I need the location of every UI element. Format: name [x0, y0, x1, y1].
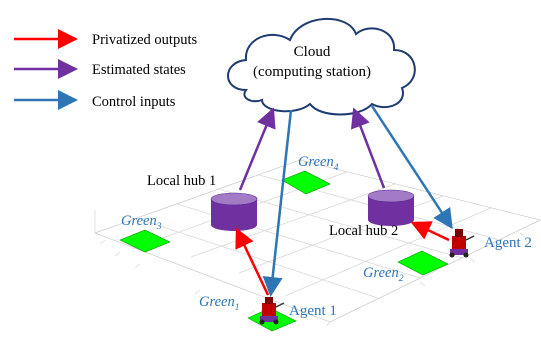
cloud-title: Cloud: [294, 44, 331, 60]
legend-label-privatized: Privatized outputs: [92, 32, 197, 48]
arrow-cloud-to-agent2: [370, 105, 453, 230]
legend-label-estimated: Estimated states: [92, 62, 186, 78]
hub-2-cylinder: [367, 189, 415, 226]
legend-label-control: Control inputs: [92, 94, 176, 110]
green-patch-2: [397, 250, 449, 276]
cloud-subtitle: (computing station): [253, 64, 371, 80]
agent-2-label: Agent 2: [484, 235, 532, 251]
agent-1-label: Agent 1: [289, 303, 337, 319]
legend: Privatized outputs Estimated states Cont…: [14, 29, 197, 110]
agent-2-robot-icon: [449, 229, 475, 258]
agent-1-robot-icon: [259, 297, 285, 325]
green-label-1: Green1: [199, 294, 239, 313]
arrow-hub2-to-cloud: [351, 107, 386, 189]
green-label-2: Green2: [363, 265, 404, 284]
hub-1-label: Local hub 1: [147, 173, 216, 189]
green-label-4: Green4: [298, 154, 339, 173]
green-label-3: Green3: [121, 213, 162, 232]
hub-2-label: Local hub 2: [329, 223, 398, 239]
green-patch-4: [281, 170, 331, 195]
hub-1-cylinder: [210, 192, 258, 231]
arrow-agent2-to-hub2: [410, 221, 450, 242]
green-patch-3: [119, 229, 171, 253]
arrow-hub1-to-cloud: [238, 107, 276, 191]
cloud-shape: [227, 18, 416, 116]
arrow-cloud-to-agent1: [262, 109, 293, 297]
